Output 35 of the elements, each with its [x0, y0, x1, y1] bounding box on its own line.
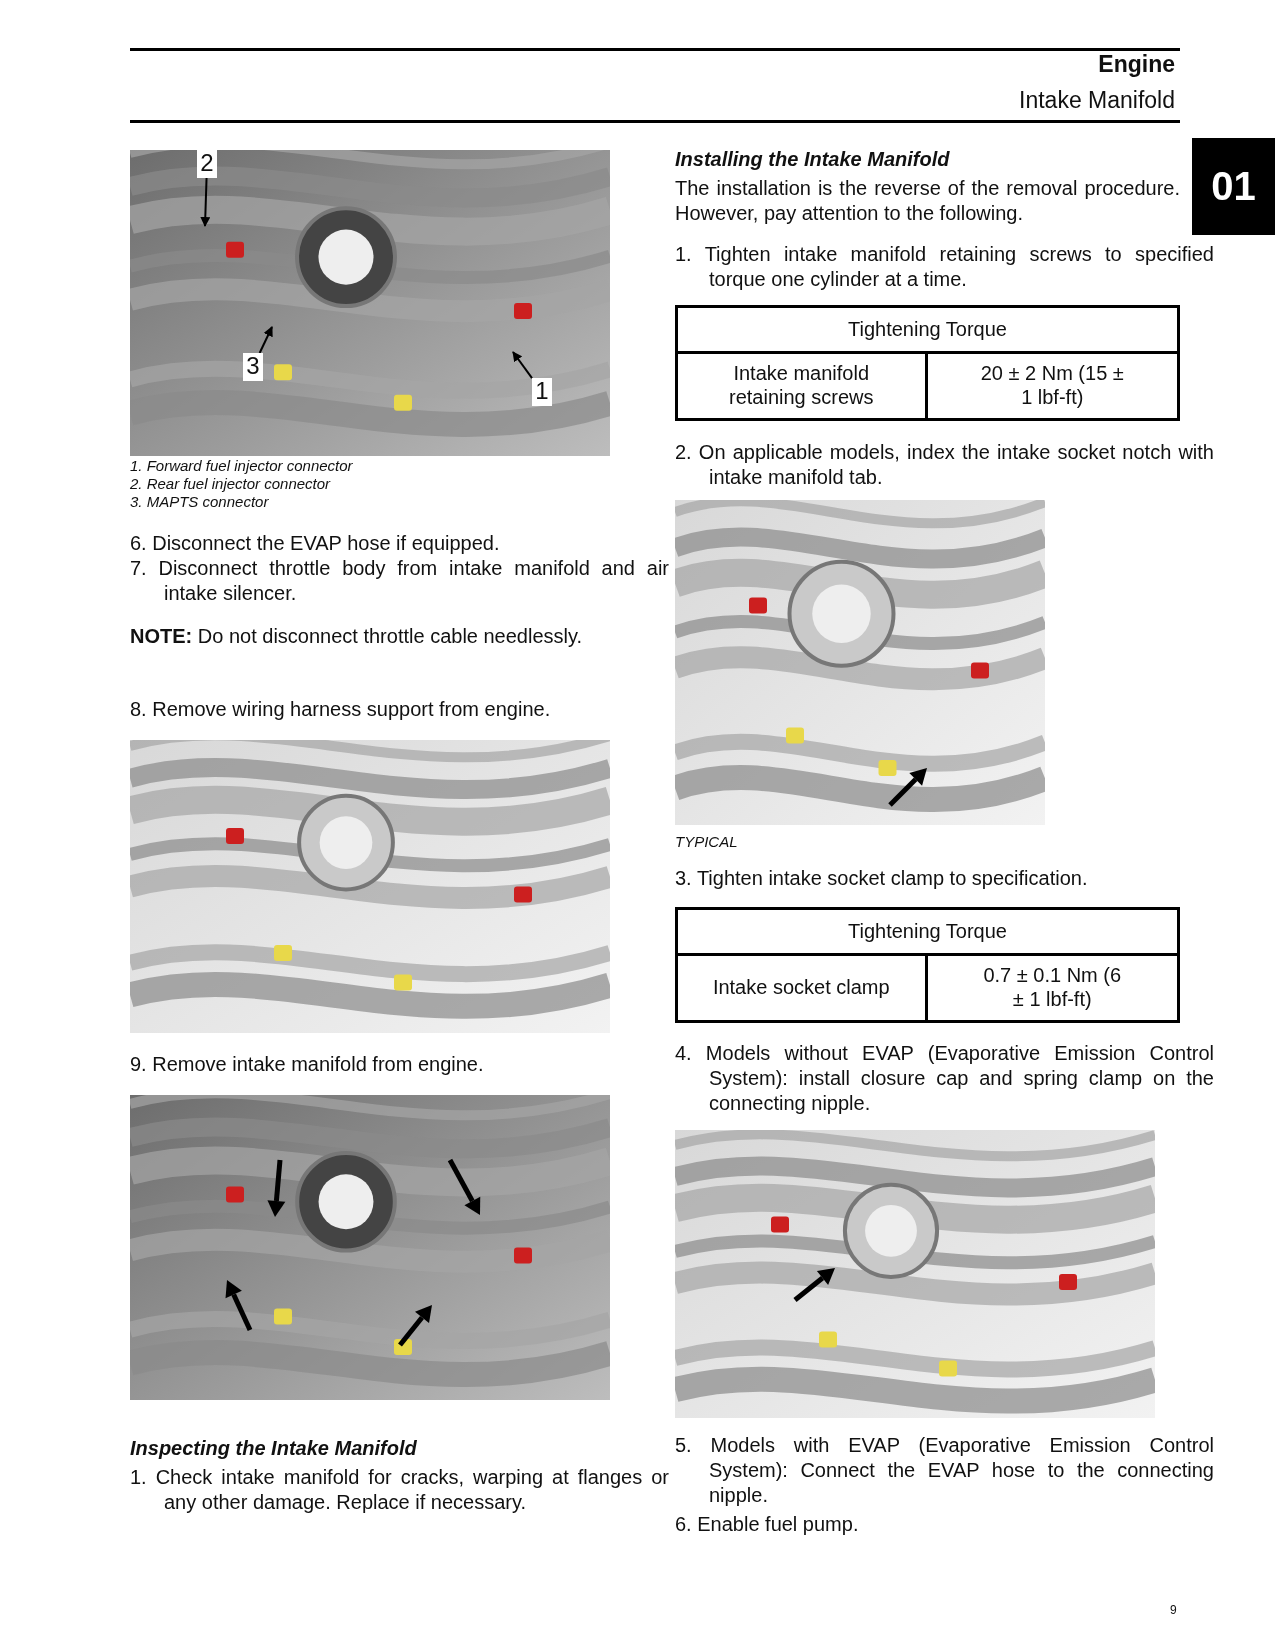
step-text: 7. Disconnect throttle body from intake manifold and air intake silencer.: [130, 556, 669, 606]
step-text: 6. Disconnect the EVAP hose if equipped.: [130, 531, 501, 556]
figure-caption: TYPICAL: [675, 833, 739, 851]
chapter-tab: 01: [1192, 138, 1275, 235]
legend-text: 3. MAPTS connector: [130, 493, 270, 511]
table-header: Tightening Torque: [678, 910, 1177, 956]
step-text: 2. On applicable models, index the intake socket notch with intake manifold tab.: [675, 440, 1214, 490]
leader-line: [200, 177, 211, 227]
step-text: 8. Remove wiring harness support from engine.: [130, 697, 552, 722]
step-text: 3. Tighten intake socket clamp to specification.: [675, 866, 1089, 891]
section-heading: Inspecting the Intake Manifold: [130, 1436, 418, 1461]
leader-line: [512, 351, 533, 380]
table-cell-text: 20 ± 2 Nm (15 ± 1 lbf-ft): [979, 360, 1125, 410]
note-text: NOTE: Do not disconnect throttle cable needlessly.: [130, 624, 584, 649]
section-subtitle: Intake Manifold: [1018, 88, 1175, 113]
table-header: Tightening Torque: [678, 308, 1177, 354]
callout-number: 2: [197, 150, 217, 178]
page-number: 9: [1170, 1602, 1178, 1619]
section-heading: Installing the Intake Manifold: [675, 147, 951, 172]
step-text: 1. Check intake manifold for cracks, warping at flanges or any other damage. Replace if necessary.: [130, 1465, 669, 1515]
leader-line: [258, 326, 273, 354]
section-title: Engine: [1097, 52, 1175, 77]
step-text: 6. Enable fuel pump.: [675, 1512, 860, 1537]
step-text: 1. Tighten intake manifold retaining screws to specified torque one cylinder at a time.: [675, 242, 1214, 292]
step-text: 5. Models with EVAP (Evaporative Emission Control System): Connect the EVAP hose to the connecting nipple.: [675, 1433, 1214, 1508]
callout-number: 3: [243, 353, 263, 381]
paragraph-text: The installation is the reverse of the removal procedure. However, pay attention to the following.: [675, 176, 1180, 226]
table-cell: Intake manifold retaining screws: [678, 351, 928, 418]
legend-text: 1. Forward fuel injector connector: [130, 457, 354, 475]
legend-text: 2. Rear fuel injector connector: [130, 475, 332, 493]
step-text: 9. Remove intake manifold from engine.: [130, 1052, 485, 1077]
table-cell-text: 0.7 ± 0.1 Nm (6 ± 1 lbf-ft): [982, 962, 1123, 1012]
callout-number: 1: [532, 378, 552, 406]
step-text: 4. Models without EVAP (Evaporative Emission Control System): install closure cap and spring clamp on the connecting nipple.: [675, 1041, 1214, 1116]
table-cell: Intake socket clamp: [678, 953, 928, 1020]
